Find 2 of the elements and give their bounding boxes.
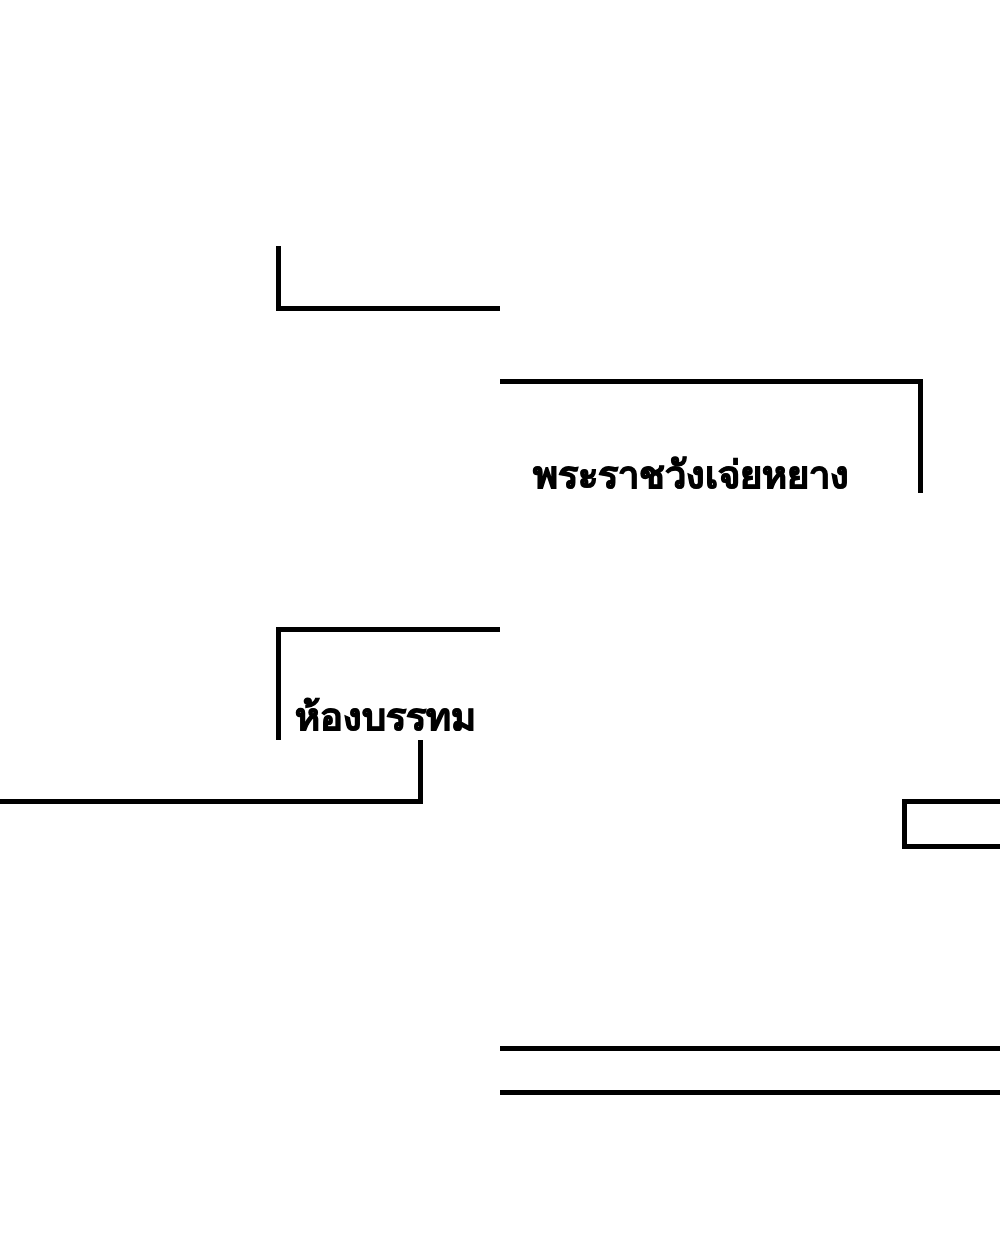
caption-text: ห้องบรรทม	[295, 694, 476, 741]
caption-text: พระราชวังเจ่ยหยาง	[533, 452, 849, 499]
